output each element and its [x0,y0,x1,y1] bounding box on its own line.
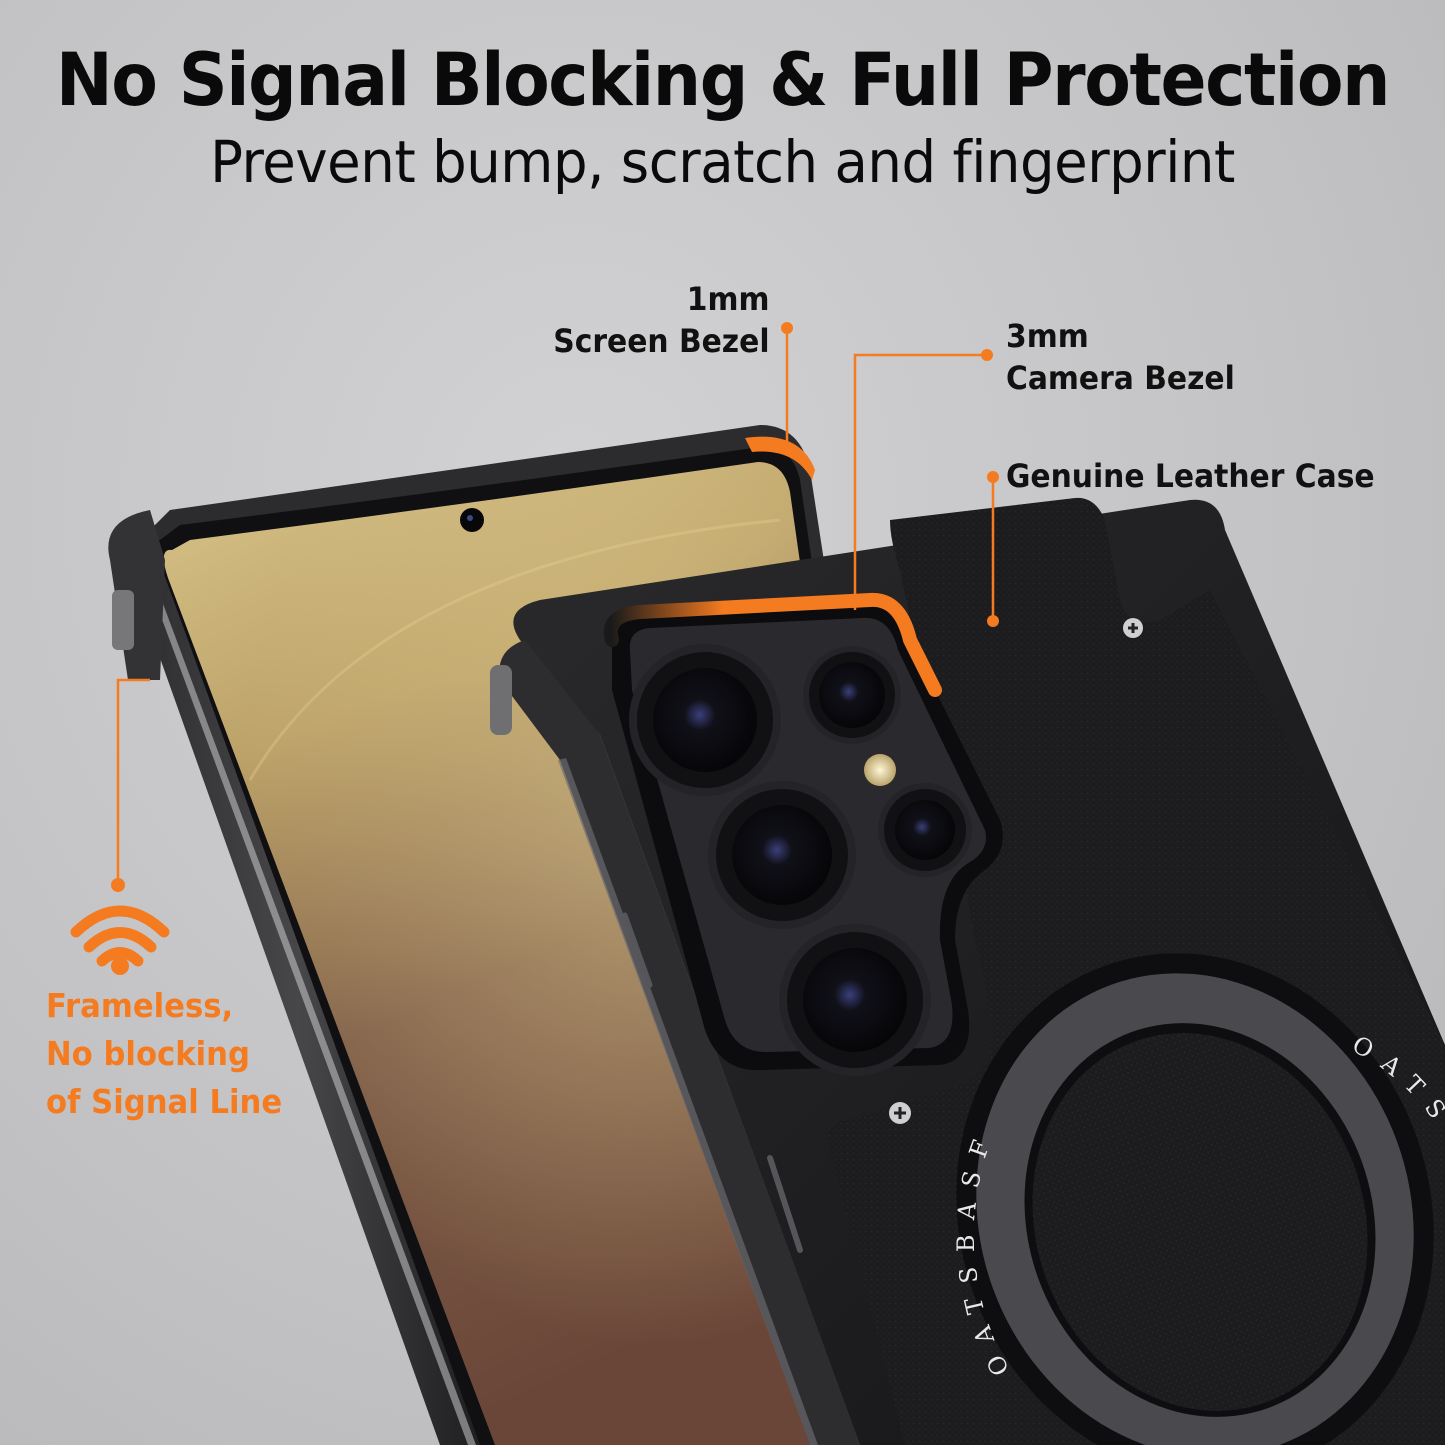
callout-leader-lines [116,330,995,885]
macro-lens [878,783,972,877]
callout-camera-bezel: 3mm Camera Bezel [1006,315,1235,399]
telephoto-lens [803,646,901,744]
flash-icon [864,754,896,786]
leather-label: Genuine Leather Case [1006,457,1375,495]
signal-feature-text: Frameless, No blocking of Signal Line [46,982,282,1126]
page-subtitle: Prevent bump, scratch and fingerprint [210,128,1235,196]
periscope-lens [779,924,931,1076]
main-camera-lens [629,644,781,796]
screw-icon [889,1102,911,1124]
signal-line-2: No blocking [46,1034,250,1073]
callout-dot [981,349,993,361]
phone-back-case: OATSBASF OATS [490,497,1445,1445]
screen-bezel-value: 1mm [687,280,770,318]
callout-leather: Genuine Leather Case [1006,455,1375,497]
callout-screen-bezel: 1mm Screen Bezel [554,278,770,362]
callout-dot [781,322,793,334]
callout-dot [987,615,999,627]
screw-icon [1123,618,1143,638]
ultrawide-lens [708,781,856,929]
screen-bezel-label: Screen Bezel [553,322,770,360]
wifi-icon [70,905,170,967]
page-title: No Signal Blocking & Full Protection [55,38,1391,123]
magsafe-ring: OATSBASF OATS [952,953,1445,1445]
signal-line-1: Frameless, [46,986,234,1025]
callout-dot [987,471,999,483]
camera-bezel-label: Camera Bezel [1006,359,1235,397]
signal-line-3: of Signal Line [46,1082,283,1121]
camera-bezel-value: 3mm [1006,317,1089,355]
callout-dot [111,878,125,892]
